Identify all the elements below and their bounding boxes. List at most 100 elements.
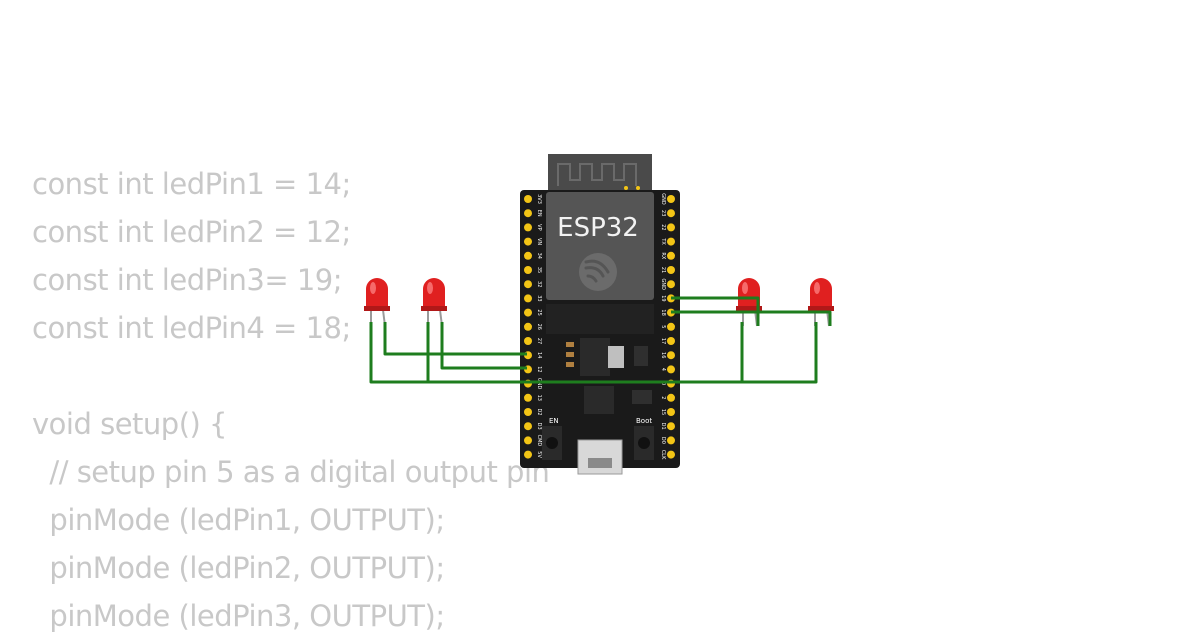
code-line: const int ledPin3= 19; [32,263,343,297]
pin-left-13[interactable] [524,393,532,402]
pin-right-4[interactable] [667,365,675,374]
pin-right-clk[interactable] [667,450,675,459]
pin-label: 18 [660,309,666,315]
wire-led1-gpio14[interactable] [383,322,527,356]
pin-label: 12 [536,366,542,372]
pin-label: D3 [536,423,542,430]
pin-label: GND [660,193,666,205]
pin-left-32[interactable] [524,280,532,289]
code-line: void setup() { [32,407,228,441]
wire-led3-gpio19[interactable] [671,296,760,326]
pin-label: 34 [536,253,542,259]
pin-label: D1 [660,423,666,430]
pin-label: 13 [536,395,542,401]
pin-left-34[interactable] [524,251,532,260]
pin-left-en[interactable] [524,209,532,218]
pin-label: CLK [660,450,666,460]
pin-label: 23 [660,210,666,216]
pin-right-gnd[interactable] [667,280,675,289]
code-line: pinMode (ledPin3, OUTPUT); [32,599,445,633]
usb-port [577,439,623,475]
pin-label: RX [660,252,666,259]
pin-label: 4 [660,368,666,371]
en-button[interactable] [542,426,562,460]
pin-left-26[interactable] [524,322,532,331]
pin-label: D2 [536,408,542,415]
pin-right-2[interactable] [667,393,675,402]
esp32-board[interactable]: ESP32 EN Boot 3V3ENVPVN34353233252627141… [520,154,680,475]
pin-label: 5 [660,325,666,328]
pin-right-d0[interactable] [667,436,675,445]
pin-label: VP [536,224,542,230]
code-line: pinMode (ledPin1, OUTPUT); [32,503,445,537]
pin-right-gnd[interactable] [667,195,675,203]
pin-left-27[interactable] [524,337,532,345]
pin-label: 15 [660,409,666,415]
code-line: // setup pin 5 as a digital output pin [32,455,550,489]
pin-label: 2 [660,396,666,399]
pin-label: VN [536,238,542,245]
pin-label: GND [660,278,666,290]
pin-left-3v3[interactable] [524,195,532,203]
en-label: EN [549,417,559,425]
pin-label: 17 [660,338,666,344]
wire-led1-gnd[interactable] [369,322,744,384]
pin-right-rx[interactable] [667,251,675,260]
pin-label: 5V [536,451,542,458]
pin-label: 3V3 [536,194,542,204]
pin-left-vn[interactable] [524,237,532,246]
pin-left-vp[interactable] [524,223,532,232]
boot-label: Boot [636,417,652,425]
pin-label: 32 [536,281,542,287]
usb-uart-chip [584,386,614,414]
pin-label: 27 [536,338,542,344]
pin-right-15[interactable] [667,408,675,416]
pin-label: D0 [660,437,666,444]
pin-label: 19 [660,295,666,301]
board-title: ESP32 [557,213,639,243]
pin-label: 22 [660,224,666,230]
led-2[interactable] [421,278,447,327]
pin-left-d3[interactable] [524,422,532,431]
pin-left-35[interactable] [524,266,532,274]
left-pin-header: 3V3ENVPVN343532332526271412GND13D2D3CMD5… [524,194,542,459]
antenna-area [548,154,652,192]
wire-led4-gpio18[interactable] [671,310,832,326]
pin-label: 35 [536,267,542,273]
boot-button[interactable] [634,426,654,460]
pin-label: 25 [536,309,542,315]
pin-right-22[interactable] [667,223,675,232]
code-editor-text: const int ledPin1 = 14;const int ledPin2… [32,160,550,640]
pin-left-cmd[interactable] [524,436,532,445]
pin-left-d2[interactable] [524,408,532,416]
pin-label: 16 [660,352,666,358]
pin-label: TX [660,237,666,245]
wire-led4-gnd[interactable] [742,322,818,384]
led-1[interactable] [364,278,390,327]
pin-right-23[interactable] [667,209,675,218]
led-4[interactable] [808,278,834,327]
pin-left-5v[interactable] [524,450,532,459]
pin-label: 0 [660,382,666,385]
wire-led2-gpio12[interactable] [440,322,527,370]
espressif-logo-icon [579,253,617,291]
pin-right-5[interactable] [667,322,675,331]
pin-right-21[interactable] [667,266,675,274]
code-line: const int ledPin1 = 14; [32,167,351,201]
pin-right-17[interactable] [667,337,675,345]
pin-label: EN [536,210,542,217]
pin-left-33[interactable] [524,294,532,303]
pin-right-16[interactable] [667,351,675,360]
pin-label: CMD [536,435,542,447]
pin-label: GND [536,378,542,390]
pin-right-d1[interactable] [667,422,675,431]
code-line: const int ledPin4 = 18; [32,311,351,345]
antenna-trace [557,163,637,186]
pin-label: 14 [536,352,542,358]
code-line: pinMode (ledPin2, OUTPUT); [32,551,445,585]
pin-label: 33 [536,295,542,301]
pin-left-25[interactable] [524,308,532,317]
pin-label: 21 [660,267,666,273]
pin-right-tx[interactable] [667,237,675,246]
